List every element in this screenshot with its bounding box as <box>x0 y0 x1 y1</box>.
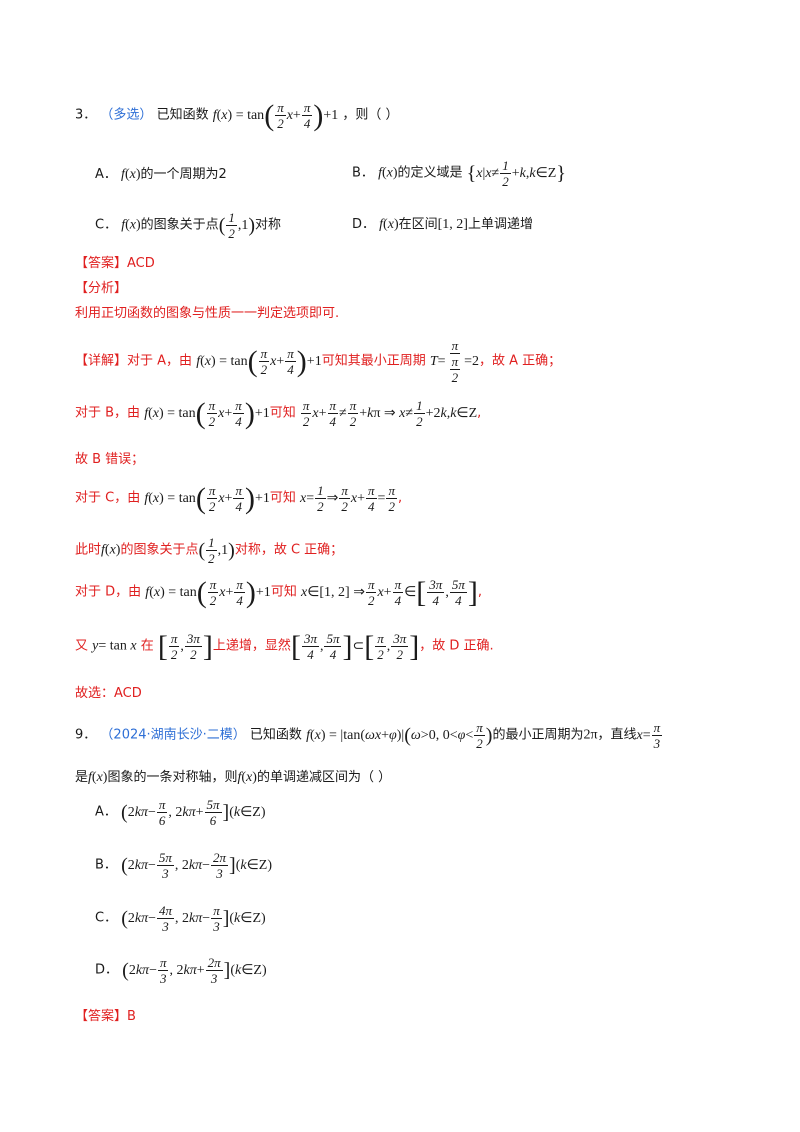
q3-detail-b-result: 故 B 错误； <box>75 452 145 467</box>
q3-tag: （多选） <box>100 107 153 123</box>
q3-number: 3． <box>75 107 97 123</box>
q3-choice: 故选：ACD <box>75 686 142 701</box>
q3-answer: 【答案】ACD <box>75 256 155 271</box>
q9-stem-line1: 9． （2024·湖南长沙·二模） 已知函数 f(x) = |tan(ωx+φ)… <box>75 720 663 751</box>
q9-number: 9． <box>75 727 97 743</box>
q9-answer: 【答案】B <box>75 1009 136 1024</box>
q3-option-d[interactable]: D． f(x)在区间[1, 2]上单调递增 <box>352 217 533 232</box>
q9-stem-line2: 是f(x)图象的一条对称轴，则f(x)的单调递减区间为（ ） <box>75 770 392 785</box>
q3-analysis: 利用正切函数的图象与性质一一判定选项即可. <box>75 306 340 321</box>
q3-option-a[interactable]: A． f(x)的一个周期为2 <box>95 167 227 182</box>
q3-analysis-label: 【分析】 <box>75 281 128 296</box>
q9-tag: （2024·湖南长沙·二模） <box>100 727 246 743</box>
